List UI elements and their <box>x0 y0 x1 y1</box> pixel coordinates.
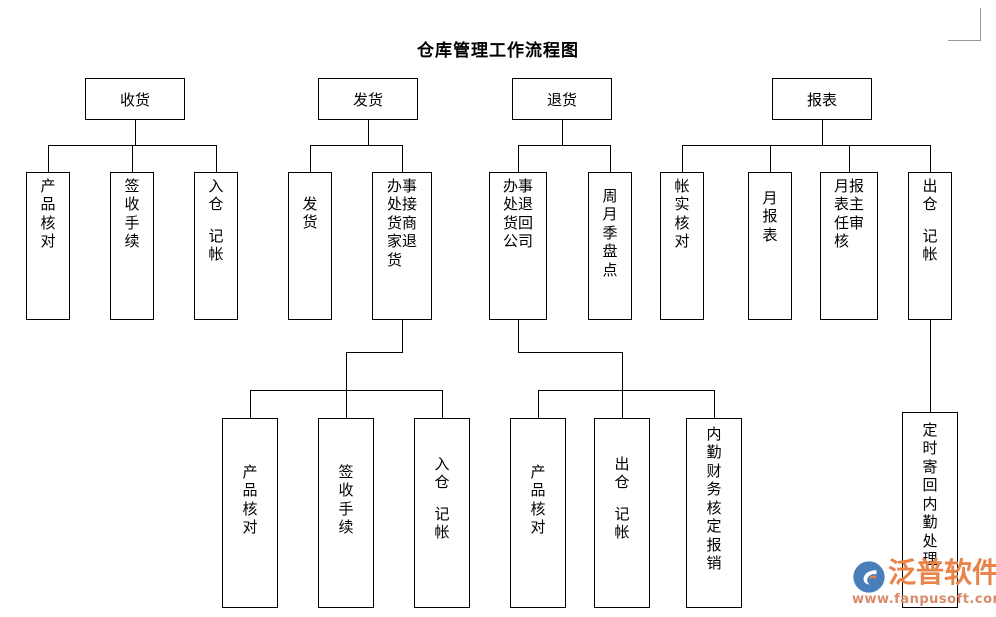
node-text-column: 签 收 手 续 <box>338 463 354 537</box>
page-corner-mark <box>948 8 981 41</box>
node-baobiao[interactable]: 报表 <box>772 78 872 120</box>
page-title: 仓库管理工作流程图 <box>417 41 579 61</box>
node-dingshi-jihui-neiqin-chuli[interactable]: 定 时 寄 回 内 勤 处 理 <box>902 412 958 608</box>
node-text-column-left: 月 表 任 核 <box>833 177 849 251</box>
connector-n9-drop-1 <box>250 390 251 418</box>
connector-n9-jog <box>346 352 403 353</box>
node-qianshou-shouxu-2[interactable]: 签 收 手 续 <box>318 418 374 608</box>
node-rucang-jizhang-2[interactable]: 入 仓 记 帐 <box>414 418 470 608</box>
connector-n2-bus <box>310 145 402 146</box>
connector-n10-drop-2 <box>622 390 623 418</box>
connector-n10-stem <box>518 320 519 352</box>
node-chanpin-hedui-3[interactable]: 产 品 核 对 <box>510 418 566 608</box>
node-chanpin-hedui-1[interactable]: 产 品 核 对 <box>26 172 70 320</box>
connector-n10-bus <box>538 390 714 391</box>
node-text-column: 出 仓 记 帐 <box>922 177 938 264</box>
node-label: 报表 <box>806 90 837 109</box>
node-label: 收货 <box>119 90 150 109</box>
node-jie-shangjia-tuihuo[interactable]: 事 接 商 退 办 处 货 家 货 <box>372 172 432 320</box>
node-text-column: 周 月 季 盘 点 <box>602 187 618 279</box>
node-text-column: 月 报 表 <box>762 189 778 244</box>
connector-n4-drop-1 <box>682 145 683 172</box>
node-text-column: 内 勤 财 务 核 定 报 销 <box>706 425 722 573</box>
node-qianshou-shouxu-1[interactable]: 签 收 手 续 <box>110 172 154 320</box>
connector-n1-drop-2 <box>132 145 133 172</box>
node-text-column: 帐 实 核 对 <box>674 177 690 251</box>
connector-n1-drop-1 <box>48 145 49 172</box>
node-fahuo[interactable]: 发货 <box>318 78 418 120</box>
node-text-column: 出 仓 记 帐 <box>614 455 630 542</box>
node-rucang-jizhang-1[interactable]: 入 仓 记 帐 <box>194 172 238 320</box>
node-text-column: 产 品 核 对 <box>242 463 258 537</box>
connector-n9-stem <box>402 320 403 352</box>
node-tuihuo[interactable]: 退货 <box>512 78 612 120</box>
node-zhangshi-hedui[interactable]: 帐 实 核 对 <box>660 172 704 320</box>
connector-n3-drop-1 <box>518 145 519 172</box>
node-label: 发货 <box>352 90 383 109</box>
node-text-column: 产 品 核 对 <box>40 177 56 251</box>
node-label: 退货 <box>546 90 577 109</box>
node-text-column-left: 办 处 货 家 货 <box>386 177 402 269</box>
node-zhou-yue-ji-pandian[interactable]: 周 月 季 盘 点 <box>588 172 632 320</box>
connector-n4-drop-4 <box>930 145 931 172</box>
connector-n3-drop-2 <box>610 145 611 172</box>
node-text-column-right: 报 主 审 <box>849 177 865 232</box>
node-fahuo-child[interactable]: 发 货 <box>288 172 332 320</box>
node-chanpin-hedui-2[interactable]: 产 品 核 对 <box>222 418 278 608</box>
connector-n15-stem <box>930 320 931 412</box>
connector-n4-stem <box>822 120 823 145</box>
fanpu-logo-icon <box>853 561 885 593</box>
node-text-column: 入 仓 记 帐 <box>434 455 450 542</box>
connector-n4-drop-2 <box>770 145 771 172</box>
node-text-column: 定 时 寄 回 内 勤 处 理 <box>922 421 938 569</box>
connector-n3-stem <box>562 120 563 145</box>
node-text-column: 入 仓 记 帐 <box>208 177 224 264</box>
connector-n4-drop-3 <box>849 145 850 172</box>
connector-n9-drop-3 <box>442 390 443 418</box>
node-text-column: 产 品 核 对 <box>530 463 546 537</box>
node-text-column: 签 收 手 续 <box>124 177 140 251</box>
node-chucang-jizhang-1[interactable]: 出 仓 记 帐 <box>908 172 952 320</box>
node-text-column-right: 事 退 回 司 <box>518 177 534 251</box>
node-neiqin-caiwu-heding-baoxiao[interactable]: 内 勤 财 务 核 定 报 销 <box>686 418 742 608</box>
node-yue-baobiao[interactable]: 月 报 表 <box>748 172 792 320</box>
connector-n10-drop-1 <box>538 390 539 418</box>
node-shouhuo[interactable]: 收货 <box>85 78 185 120</box>
connector-n10-jog <box>518 352 623 353</box>
connector-n10-drop-3 <box>714 390 715 418</box>
connector-n10-riser <box>622 352 623 390</box>
connector-n4-bus <box>682 145 930 146</box>
node-text-column-left: 办 处 货 公 <box>502 177 518 251</box>
connector-n2-drop-2 <box>402 145 403 172</box>
node-text-column: 发 货 <box>302 195 318 232</box>
connector-n9-riser <box>346 352 347 390</box>
connector-n3-bus <box>518 145 610 146</box>
node-chucang-jizhang-2[interactable]: 出 仓 记 帐 <box>594 418 650 608</box>
connector-n1-stem <box>135 120 136 145</box>
connector-n2-drop-1 <box>310 145 311 172</box>
node-yue-baobiao-zhuren-shenhe[interactable]: 报 主 审 月 表 任 核 <box>820 172 878 320</box>
connector-n2-stem <box>368 120 369 145</box>
connector-n9-drop-2 <box>346 390 347 418</box>
node-tuihui-gongsi[interactable]: 事 退 回 司 办 处 货 公 <box>489 172 547 320</box>
connector-n1-drop-3 <box>216 145 217 172</box>
node-text-column-right: 事 接 商 退 <box>402 177 418 251</box>
